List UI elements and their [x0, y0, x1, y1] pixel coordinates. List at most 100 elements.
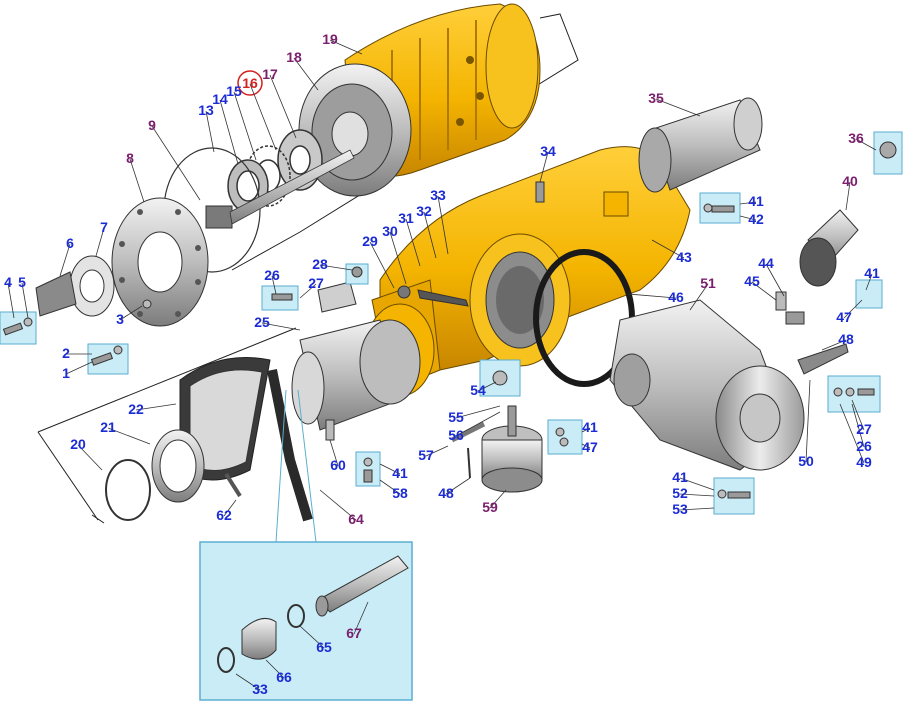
part-label-28: 28: [312, 256, 328, 272]
leader-line: [205, 110, 215, 153]
part-label-62: 62: [216, 507, 232, 523]
leader-line: [539, 151, 549, 183]
part-label-25: 25: [254, 314, 270, 330]
part-label-29: 29: [362, 233, 378, 249]
leader-line: [851, 403, 865, 448]
leader-line: [129, 158, 145, 203]
part-label-41: 41: [864, 265, 880, 281]
part-label-6: 6: [66, 235, 74, 251]
leader-line: [751, 281, 777, 301]
part-label-35: 35: [648, 90, 664, 106]
part-label-33: 33: [430, 187, 446, 203]
leader-line: [865, 273, 873, 291]
part-label-54: 54: [470, 382, 486, 398]
leader-line: [329, 439, 339, 467]
hydraulic-pump: [479, 359, 583, 493]
leader-line: [77, 444, 103, 471]
leader-line: [679, 493, 715, 497]
leader-line: [261, 322, 301, 331]
part-label-41: 41: [392, 465, 408, 481]
part-label-51: 51: [700, 275, 716, 291]
differential-carrier: [609, 299, 805, 471]
small-pin-parts: [775, 291, 805, 325]
brake-assembly: [105, 357, 313, 522]
part-label-1: 1: [62, 365, 70, 381]
actuator-assembly: [799, 131, 903, 309]
leader-line: [843, 299, 863, 319]
leader-line: [839, 403, 865, 464]
part-label-42: 42: [748, 211, 764, 227]
part-label-55: 55: [448, 409, 464, 425]
leader-line: [329, 39, 363, 55]
part-label-59: 59: [482, 499, 498, 515]
part-label-16: 16: [242, 75, 258, 91]
part-label-47: 47: [836, 309, 852, 325]
leader-line: [369, 241, 395, 289]
part-label-20: 20: [70, 436, 86, 452]
leader-line: [455, 411, 501, 437]
sun-gear-shaft: [205, 149, 355, 229]
part-label-60: 60: [330, 457, 346, 473]
leader-line: [739, 215, 757, 221]
spindle-right: [638, 97, 763, 193]
leader-line: [679, 477, 715, 491]
gasket-ring: [69, 255, 115, 317]
leader-line: [265, 659, 285, 679]
part-label-22: 22: [128, 401, 144, 417]
part-label-66: 66: [276, 669, 292, 685]
leader-line: [353, 601, 369, 635]
leader-line: [389, 231, 407, 285]
leader-line: [293, 57, 319, 91]
leader-line: [119, 305, 143, 321]
leader-line: [805, 379, 811, 463]
leader-line: [219, 99, 239, 165]
leader-line: [689, 283, 709, 311]
leader-lines: [7, 39, 877, 691]
leader-line: [455, 405, 501, 419]
small-parts-center: [261, 263, 469, 313]
leader-line: [299, 625, 325, 649]
highlight-ring-16: [237, 70, 263, 96]
part-label-33: 33: [252, 681, 268, 697]
part-label-15: 15: [226, 83, 242, 99]
part-label-40: 40: [842, 173, 858, 189]
part-label-48: 48: [838, 331, 854, 347]
part-label-41: 41: [748, 193, 764, 209]
leader-line: [679, 507, 715, 511]
leader-line: [299, 283, 317, 299]
leader-line: [107, 427, 151, 445]
bolt-set-58: [325, 419, 381, 487]
leader-line: [405, 218, 421, 267]
part-label-45: 45: [744, 273, 760, 289]
part-label-52: 52: [672, 485, 688, 501]
part-label-27: 27: [856, 421, 872, 437]
ring-gear-carrier: [298, 63, 412, 197]
part-label-41: 41: [672, 469, 688, 485]
part-label-19: 19: [322, 31, 338, 47]
part-label-21: 21: [100, 419, 116, 435]
leader-line: [135, 403, 177, 411]
part-label-47: 47: [582, 439, 598, 455]
part-label-8: 8: [126, 150, 134, 166]
leader-line: [489, 489, 507, 509]
leader-line: [845, 181, 851, 211]
leader-line: [379, 479, 401, 495]
leader-line: [655, 98, 701, 117]
part-label-49: 49: [856, 454, 872, 470]
part-label-36: 36: [848, 130, 864, 146]
leader-line: [437, 195, 449, 255]
leader-line: [59, 243, 71, 277]
leader-line: [319, 264, 353, 271]
leader-line: [581, 443, 591, 449]
part-label-27: 27: [308, 275, 324, 291]
part-label-14: 14: [212, 91, 228, 107]
bolt-set-52-53: [713, 477, 755, 515]
cover-plate: [35, 271, 77, 317]
leader-line: [269, 74, 297, 139]
bolt-set-left: [0, 299, 152, 375]
leader-line: [235, 673, 261, 691]
part-label-30: 30: [382, 223, 398, 239]
part-label-67: 67: [346, 625, 362, 641]
part-label-44: 44: [758, 255, 774, 271]
